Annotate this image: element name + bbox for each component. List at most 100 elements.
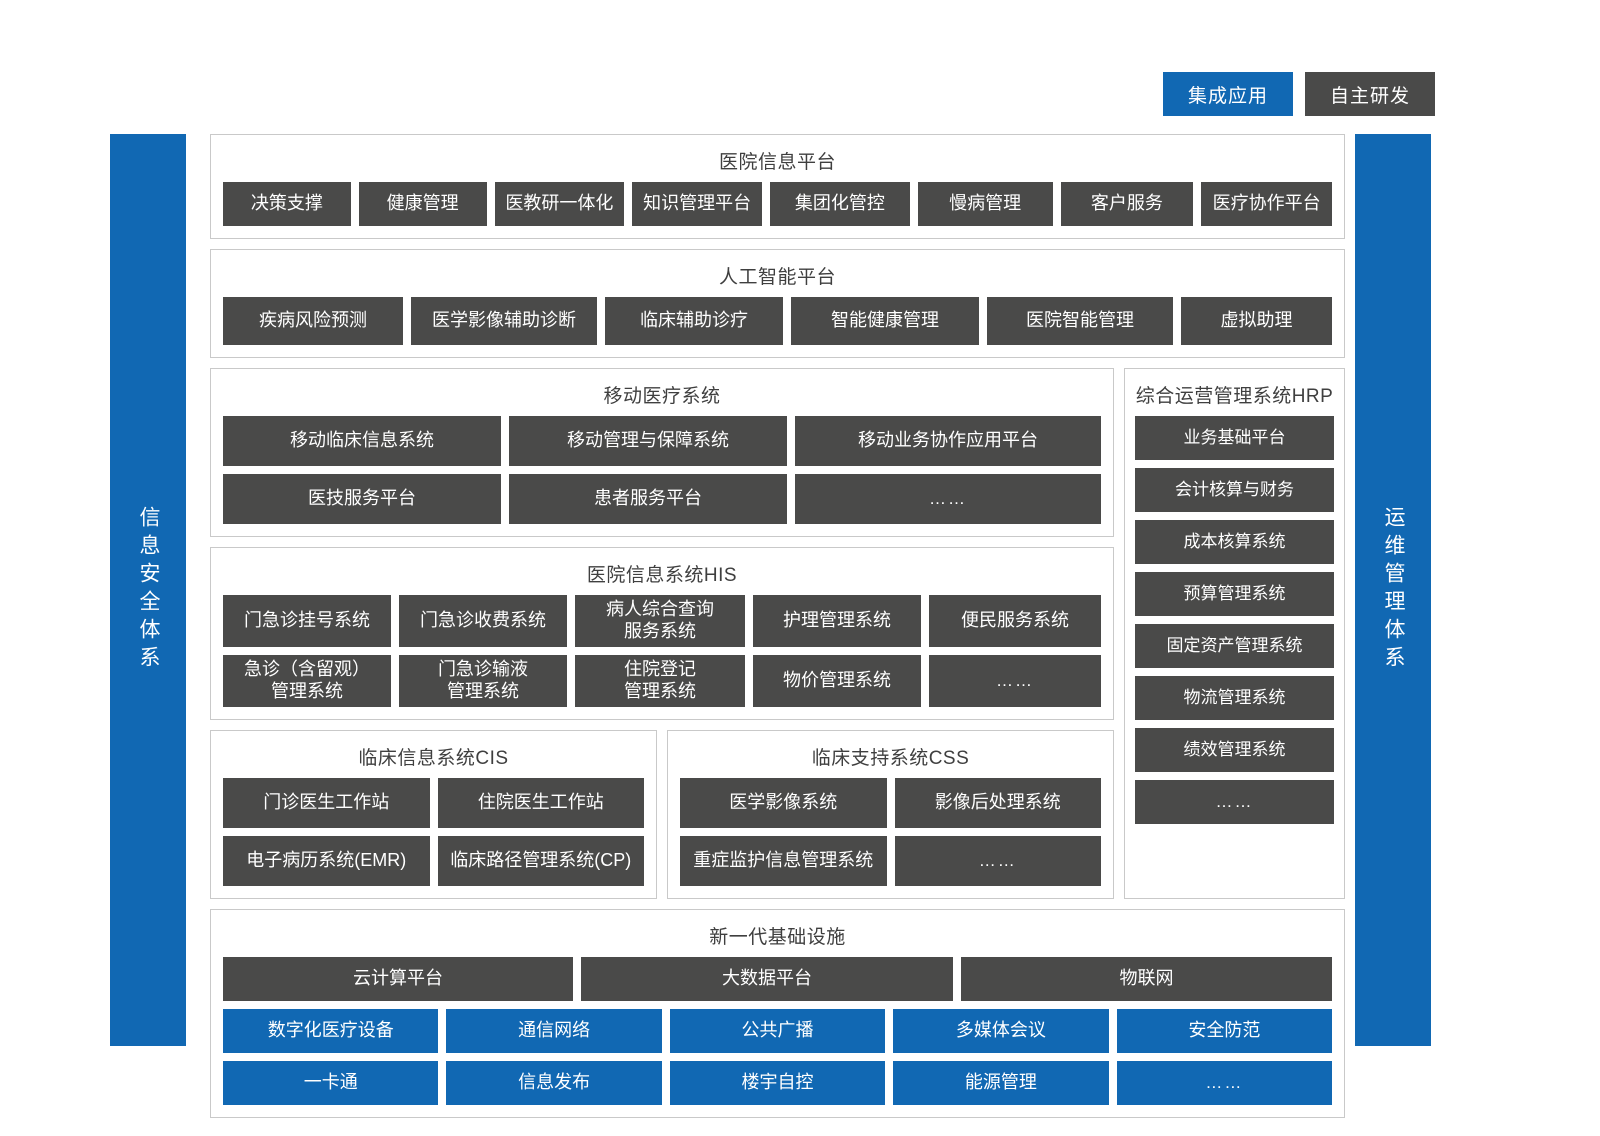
box-hospital-intelligent-management[interactable]: 医院智能管理 (987, 297, 1173, 345)
box-medical-imaging-assisted-diagnosis[interactable]: 医学影像辅助诊断 (411, 297, 597, 345)
row-mobile-medical-1: 移动临床信息系统 移动管理与保障系统 移动业务协作应用平台 (223, 416, 1101, 466)
box-medical-education-research[interactable]: 医教研一体化 (494, 182, 625, 226)
box-big-data-platform[interactable]: 大数据平台 (581, 957, 953, 1001)
box-inpatient-doctor-workstation[interactable]: 住院医生工作站 (437, 778, 644, 828)
row-infrastructure-1: 数字化医疗设备 通信网络 公共广播 多媒体会议 安全防范 (223, 1009, 1333, 1053)
panel-ai-platform: 人工智能平台 疾病风险预测 医学影像辅助诊断 临床辅助诊疗 智能健康管理 医院智… (210, 249, 1345, 358)
center-column: 医院信息平台 决策支撑 健康管理 医教研一体化 知识管理平台 集团化管控 慢病管… (210, 134, 1345, 1118)
box-mobile-clinical-info-system[interactable]: 移动临床信息系统 (223, 416, 501, 466)
panel-hospital-info-platform: 医院信息平台 决策支撑 健康管理 医教研一体化 知识管理平台 集团化管控 慢病管… (210, 134, 1345, 239)
middle-left-column: 移动医疗系统 移动临床信息系统 移动管理与保障系统 移动业务协作应用平台 医技服… (210, 368, 1114, 899)
box-image-post-processing-system[interactable]: 影像后处理系统 (894, 778, 1101, 828)
sidebar-right-label: 运维管理体系 (1382, 506, 1405, 674)
panel-css: 临床支持系统CSS 医学影像系统 影像后处理系统 重症监护信息管理系统 …… (667, 730, 1114, 899)
row-his-2: 急诊（含留观） 管理系统 门急诊输液 管理系统 住院登记 管理系统 物价管理系统… (223, 655, 1101, 707)
row-css-2: 重症监护信息管理系统 …… (680, 836, 1101, 886)
box-hrp-more[interactable]: …… (1135, 780, 1334, 824)
box-disease-risk-prediction[interactable]: 疾病风险预测 (223, 297, 403, 345)
panel-title-hospital-info-platform: 医院信息平台 (718, 152, 836, 173)
box-his-more[interactable]: …… (929, 655, 1101, 707)
row-infrastructure-2: 一卡通 信息发布 楼宇自控 能源管理 …… (223, 1061, 1333, 1105)
box-medical-imaging-system[interactable]: 医学影像系统 (680, 778, 887, 828)
box-mobile-business-collaboration-platform[interactable]: 移动业务协作应用平台 (795, 416, 1101, 466)
box-convenience-service-system[interactable]: 便民服务系统 (929, 595, 1101, 647)
box-mobile-management-support-system[interactable]: 移动管理与保障系统 (509, 416, 787, 466)
box-business-foundation-platform[interactable]: 业务基础平台 (1135, 416, 1334, 460)
legend: 集成应用 自主研发 (1163, 72, 1435, 116)
row-hospital-info-platform-items: 决策支撑 健康管理 医教研一体化 知识管理平台 集团化管控 慢病管理 客户服务 … (223, 182, 1333, 226)
panel-infrastructure: 新一代基础设施 云计算平台 大数据平台 物联网 数字化医疗设备 通信网络 公共广… (210, 909, 1345, 1118)
box-outpatient-doctor-workstation[interactable]: 门诊医生工作站 (223, 778, 430, 828)
box-security-protection[interactable]: 安全防范 (1116, 1009, 1333, 1053)
box-medical-collaboration-platform[interactable]: 医疗协作平台 (1201, 182, 1333, 226)
panel-his: 医院信息系统HIS 门急诊挂号系统 门急诊收费系统 病人综合查询 服务系统 护理… (210, 547, 1114, 720)
panel-title-ai-platform: 人工智能平台 (718, 267, 836, 288)
row-cis-2: 电子病历系统(EMR) 临床路径管理系统(CP) (223, 836, 644, 886)
row-ai-platform-items: 疾病风险预测 医学影像辅助诊断 临床辅助诊疗 智能健康管理 医院智能管理 虚拟助… (223, 297, 1332, 345)
box-budget-management-system[interactable]: 预算管理系统 (1135, 572, 1334, 616)
box-decision-support[interactable]: 决策支撑 (223, 182, 351, 226)
middle-right-column: 综合运营管理系统HRP 业务基础平台 会计核算与财务 成本核算系统 预算管理系统… (1124, 368, 1345, 899)
box-performance-management-system[interactable]: 绩效管理系统 (1135, 728, 1334, 772)
box-energy-management[interactable]: 能源管理 (893, 1061, 1109, 1105)
box-medical-technology-service-platform[interactable]: 医技服务平台 (223, 474, 501, 524)
legend-self-developed[interactable]: 自主研发 (1305, 72, 1435, 116)
legend-integrated-application[interactable]: 集成应用 (1163, 72, 1293, 116)
box-knowledge-management-platform[interactable]: 知识管理平台 (632, 182, 763, 226)
panel-title-hrp: 综合运营管理系统HRP (1135, 386, 1334, 407)
box-mobile-medical-more[interactable]: …… (795, 474, 1101, 524)
middle-block: 移动医疗系统 移动临床信息系统 移动管理与保障系统 移动业务协作应用平台 医技服… (210, 368, 1345, 899)
box-health-management[interactable]: 健康管理 (358, 182, 487, 226)
box-multimedia-conference[interactable]: 多媒体会议 (893, 1009, 1109, 1053)
box-patient-service-platform[interactable]: 患者服务平台 (509, 474, 787, 524)
box-information-release[interactable]: 信息发布 (446, 1061, 662, 1105)
box-internet-of-things[interactable]: 物联网 (961, 957, 1332, 1001)
box-clinical-pathway-management-cp[interactable]: 临床路径管理系统(CP) (437, 836, 644, 886)
box-clinical-assisted-diagnosis[interactable]: 临床辅助诊疗 (605, 297, 783, 345)
list-hrp-items: 业务基础平台 会计核算与财务 成本核算系统 预算管理系统 固定资产管理系统 物流… (1135, 416, 1334, 888)
panel-title-cis: 临床信息系统CIS (358, 748, 509, 769)
box-intelligent-health-management[interactable]: 智能健康管理 (791, 297, 979, 345)
box-icu-information-management-system[interactable]: 重症监护信息管理系统 (680, 836, 887, 886)
box-fixed-asset-management-system[interactable]: 固定资产管理系统 (1135, 624, 1334, 668)
box-outpatient-emergency-registration[interactable]: 门急诊挂号系统 (223, 595, 391, 647)
box-nursing-management-system[interactable]: 护理管理系统 (753, 595, 921, 647)
box-customer-service[interactable]: 客户服务 (1060, 182, 1194, 226)
panel-cis: 临床信息系统CIS 门诊医生工作站 住院医生工作站 电子病历系统(EMR) 临床… (210, 730, 657, 899)
box-chronic-disease-management[interactable]: 慢病管理 (917, 182, 1053, 226)
panel-title-mobile-medical-system: 移动医疗系统 (603, 386, 721, 407)
box-outpatient-emergency-charging[interactable]: 门急诊收费系统 (399, 595, 567, 647)
box-emergency-observation-management[interactable]: 急诊（含留观） 管理系统 (223, 655, 391, 707)
sidebar-information-security-system: 信息安全体系 (110, 134, 186, 1046)
box-accounting-and-finance[interactable]: 会计核算与财务 (1135, 468, 1334, 512)
row-cis-1: 门诊医生工作站 住院医生工作站 (223, 778, 644, 828)
box-css-more[interactable]: …… (894, 836, 1101, 886)
box-patient-comprehensive-query-service[interactable]: 病人综合查询 服务系统 (575, 595, 745, 647)
box-public-broadcasting[interactable]: 公共广播 (669, 1009, 886, 1053)
row-css-1: 医学影像系统 影像后处理系统 (680, 778, 1101, 828)
box-cost-accounting-system[interactable]: 成本核算系统 (1135, 520, 1334, 564)
sidebar-left-label: 信息安全体系 (137, 506, 160, 674)
panel-title-css: 临床支持系统CSS (811, 748, 970, 769)
box-outpatient-infusion-management[interactable]: 门急诊输液 管理系统 (399, 655, 567, 707)
box-price-management-system[interactable]: 物价管理系统 (753, 655, 921, 707)
row-infrastructure-platforms: 云计算平台 大数据平台 物联网 (223, 957, 1332, 1001)
box-all-in-one-card[interactable]: 一卡通 (223, 1061, 439, 1105)
row-mobile-medical-2: 医技服务平台 患者服务平台 …… (223, 474, 1101, 524)
box-digital-medical-equipment[interactable]: 数字化医疗设备 (223, 1009, 439, 1053)
box-inpatient-registration-management[interactable]: 住院登记 管理系统 (575, 655, 745, 707)
split-cis-css: 临床信息系统CIS 门诊医生工作站 住院医生工作站 电子病历系统(EMR) 临床… (210, 730, 1114, 899)
box-cloud-computing-platform[interactable]: 云计算平台 (223, 957, 573, 1001)
row-his-1: 门急诊挂号系统 门急诊收费系统 病人综合查询 服务系统 护理管理系统 便民服务系… (223, 595, 1101, 647)
box-group-management-control[interactable]: 集团化管控 (770, 182, 910, 226)
panel-hrp: 综合运营管理系统HRP 业务基础平台 会计核算与财务 成本核算系统 预算管理系统… (1124, 368, 1345, 899)
box-logistics-management-system[interactable]: 物流管理系统 (1135, 676, 1334, 720)
panel-mobile-medical-system: 移动医疗系统 移动临床信息系统 移动管理与保障系统 移动业务协作应用平台 医技服… (210, 368, 1114, 537)
box-communication-network[interactable]: 通信网络 (446, 1009, 662, 1053)
box-virtual-assistant[interactable]: 虚拟助理 (1181, 297, 1332, 345)
box-building-automation[interactable]: 楼宇自控 (669, 1061, 886, 1105)
box-electronic-medical-record-emr[interactable]: 电子病历系统(EMR) (223, 836, 430, 886)
panel-title-infrastructure: 新一代基础设施 (709, 927, 846, 948)
box-infrastructure-more[interactable]: …… (1116, 1061, 1333, 1105)
